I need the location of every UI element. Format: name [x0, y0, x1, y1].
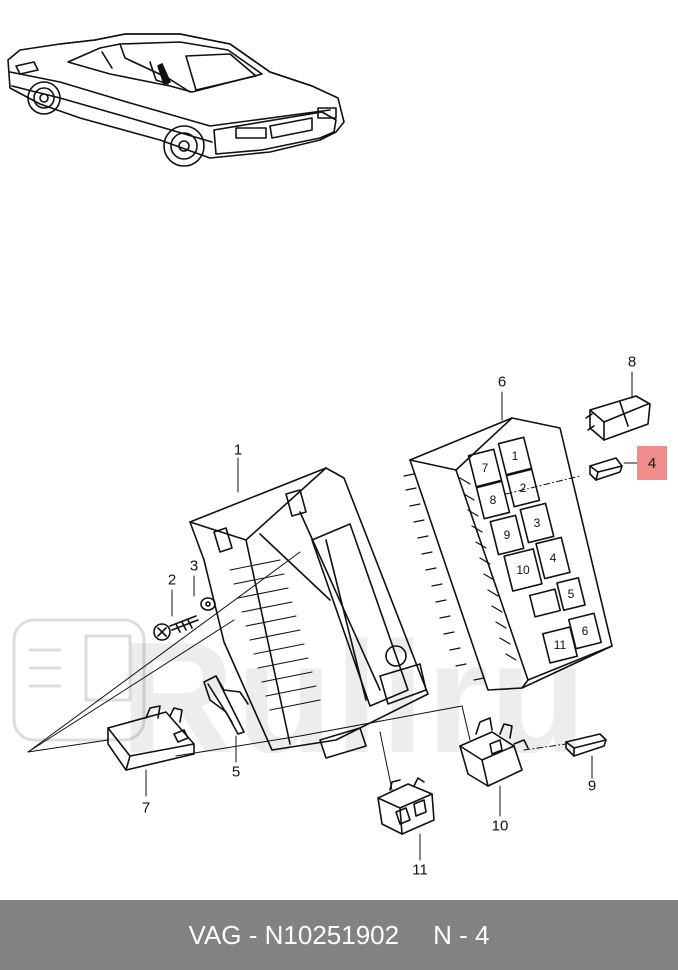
svg-text:2: 2 — [520, 481, 527, 495]
svg-text:1: 1 — [512, 449, 519, 463]
callout-4-highlighted: 4 — [637, 446, 667, 480]
callout-8: 8 — [627, 353, 637, 371]
exploded-parts-diagram: 7 1 8 2 9 3 10 4 5 11 6 — [7, 33, 651, 861]
fuse-9 — [565, 733, 607, 757]
callout-11: 11 — [412, 861, 428, 879]
fuse-relay-box — [403, 417, 613, 691]
watermark-logo — [12, 618, 146, 742]
callout-7: 7 — [141, 799, 151, 817]
watermark-text: Ruliru — [120, 610, 589, 786]
relay-socket-10 — [459, 717, 529, 787]
fusebox-numbers: 7 1 8 2 9 3 10 4 5 11 6 — [482, 449, 589, 652]
footer-bar: VAG - N10251902 N - 4 — [0, 900, 678, 970]
callout-1: 1 — [233, 441, 243, 459]
position-label: N - 4 — [433, 919, 490, 950]
callout-2: 2 — [167, 571, 177, 589]
relay-holder-frame — [189, 467, 429, 759]
svg-text:7: 7 — [482, 461, 489, 475]
svg-text:6: 6 — [582, 624, 589, 638]
leader-lines — [27, 371, 639, 861]
callout-10: 10 — [491, 817, 509, 835]
callout-3: 3 — [189, 557, 199, 575]
svg-text:4: 4 — [550, 551, 557, 565]
screw — [153, 615, 199, 641]
relay-7 — [107, 705, 195, 771]
callout-6: 6 — [497, 373, 507, 391]
callout-9: 9 — [587, 777, 597, 795]
car-illustration — [7, 33, 345, 167]
svg-text:9: 9 — [504, 528, 511, 542]
fuse-4 — [589, 457, 623, 481]
svg-text:8: 8 — [490, 493, 497, 507]
svg-text:5: 5 — [568, 587, 575, 601]
washer — [200, 597, 216, 611]
svg-text:10: 10 — [516, 563, 530, 577]
retaining-clip — [203, 675, 249, 735]
relay-socket-11 — [377, 777, 435, 835]
svg-text:3: 3 — [534, 516, 541, 530]
svg-text:11: 11 — [554, 638, 567, 652]
part-number-label: VAG - N10251902 — [188, 919, 400, 950]
callout-5: 5 — [231, 763, 241, 781]
relay-cover-8 — [585, 395, 651, 441]
